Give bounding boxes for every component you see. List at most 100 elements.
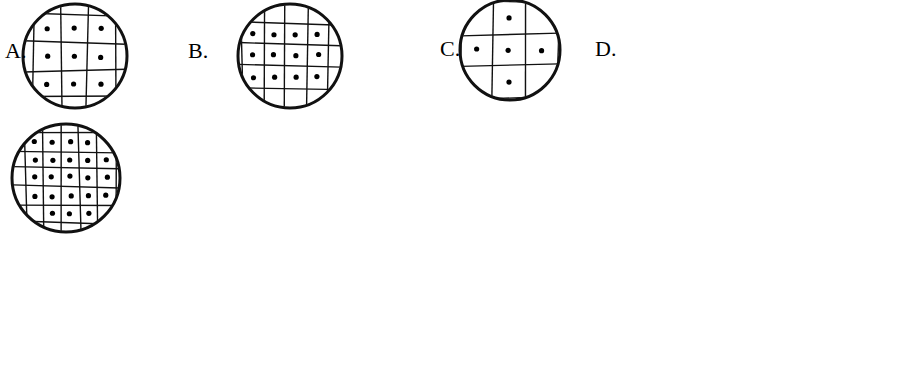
cell-wall xyxy=(592,0,593,102)
cell-wall xyxy=(236,0,344,2)
cell-wall xyxy=(151,122,154,234)
cell-wall xyxy=(241,2,244,110)
nucleus xyxy=(68,139,73,144)
nucleus xyxy=(99,26,104,31)
cell-wall xyxy=(10,221,122,225)
nucleus xyxy=(49,174,54,179)
nucleus xyxy=(50,140,55,145)
cell-wall xyxy=(10,242,122,243)
nucleus xyxy=(293,32,298,37)
nucleus xyxy=(104,157,109,162)
cell-wall xyxy=(525,0,526,102)
cell-wall xyxy=(8,122,11,234)
cell-wall xyxy=(236,153,344,157)
field-of-view xyxy=(23,4,127,108)
cell-wall xyxy=(236,42,344,45)
nucleus xyxy=(50,158,55,163)
cell-wall xyxy=(10,114,122,116)
nucleus xyxy=(44,82,49,87)
nucleus xyxy=(271,32,276,37)
nucleus xyxy=(67,157,72,162)
cell-wall xyxy=(60,122,61,234)
cell-wall xyxy=(115,122,117,234)
cell-wall xyxy=(10,132,122,133)
cell-wall xyxy=(458,132,562,134)
nucleus xyxy=(86,211,91,216)
cell-wall xyxy=(115,2,117,110)
option-letter: D. xyxy=(595,38,616,60)
nucleus xyxy=(250,31,255,36)
nucleus xyxy=(316,52,321,57)
cell-wall xyxy=(351,2,353,110)
cell-wall xyxy=(10,185,122,188)
cell-wall xyxy=(96,122,97,234)
nucleus xyxy=(103,193,108,198)
cell-wall xyxy=(263,2,265,110)
nucleus xyxy=(49,194,54,199)
cell-wall xyxy=(236,111,344,112)
cell-wall xyxy=(21,41,129,45)
cell-wall xyxy=(458,33,562,36)
cell-wall xyxy=(141,2,143,110)
cell-wall xyxy=(458,64,562,67)
cell-wall xyxy=(42,122,43,234)
nucleus xyxy=(506,79,511,84)
nucleus xyxy=(50,211,55,216)
cell-wall xyxy=(10,167,122,169)
nucleus xyxy=(314,74,319,79)
cell-wall xyxy=(10,151,122,153)
nucleus xyxy=(506,48,511,53)
cell-wall xyxy=(284,2,286,110)
field-of-view xyxy=(238,4,342,108)
cell-wall xyxy=(169,2,172,110)
nucleus xyxy=(474,46,479,51)
nucleus xyxy=(32,174,37,179)
nucleus xyxy=(85,158,90,163)
cell-wall xyxy=(625,0,627,102)
nucleus xyxy=(33,157,38,162)
option-letter: A. xyxy=(5,40,26,62)
nucleus xyxy=(294,75,299,80)
cell-grid xyxy=(428,0,628,166)
cell-wall xyxy=(458,163,562,166)
cell-wall xyxy=(86,2,89,110)
nucleus xyxy=(45,26,50,31)
nucleus xyxy=(72,25,77,30)
nucleus xyxy=(69,193,74,198)
option-letter: C. xyxy=(440,38,460,60)
nucleus xyxy=(314,32,319,37)
cell-wall xyxy=(78,122,81,234)
field-of-view xyxy=(12,124,120,232)
nucleus xyxy=(506,15,511,20)
cell-wall xyxy=(219,2,221,110)
nucleus xyxy=(45,54,50,59)
cell-wall xyxy=(427,0,428,102)
nucleus xyxy=(250,52,255,57)
cell-wall xyxy=(236,64,344,67)
nucleus xyxy=(72,54,77,59)
nucleus xyxy=(86,193,91,198)
cell-grid xyxy=(219,0,396,157)
option-letter: B. xyxy=(188,40,208,62)
cell-wall xyxy=(10,257,122,260)
nucleus xyxy=(272,75,277,80)
field-of-view xyxy=(460,0,560,100)
nucleus xyxy=(105,175,110,180)
cell-wall xyxy=(10,204,122,206)
nucleus xyxy=(67,174,72,179)
nucleus xyxy=(32,139,37,144)
nucleus xyxy=(67,211,72,216)
nucleus xyxy=(293,53,298,58)
cell-wall xyxy=(373,2,376,110)
nucleus xyxy=(251,75,256,80)
cell-grid xyxy=(8,115,154,260)
cell-wall xyxy=(21,13,129,17)
nucleus xyxy=(32,194,37,199)
cell-wall xyxy=(21,95,129,97)
cell-wall xyxy=(61,2,62,110)
cell-wall xyxy=(21,69,129,72)
cell-wall xyxy=(133,122,137,234)
cell-wall xyxy=(492,0,494,102)
nucleus xyxy=(85,140,90,145)
nucleus xyxy=(98,55,103,60)
